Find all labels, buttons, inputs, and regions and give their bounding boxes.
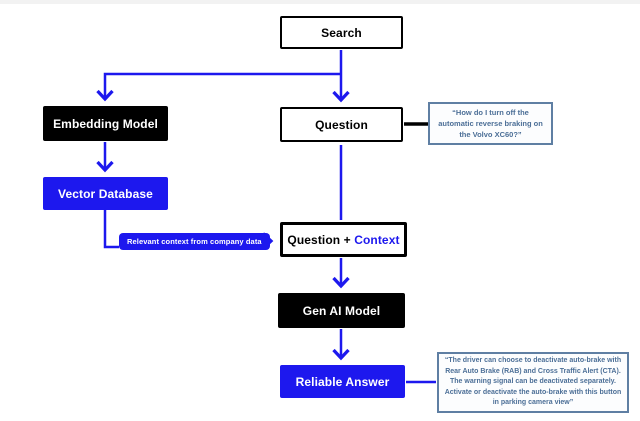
top-edge-strip — [0, 0, 640, 4]
question-context-accent: Context — [354, 232, 400, 247]
node-question-context: Question + Context — [280, 222, 407, 257]
node-reliable-answer: Reliable Answer — [280, 365, 405, 398]
question-context-prefix: Question + — [287, 232, 355, 247]
answer-quote-callout: “The driver can choose to deactivate aut… — [437, 352, 629, 413]
node-question: Question — [280, 107, 403, 142]
node-embedding-model: Embedding Model — [43, 106, 168, 141]
context-pill-label: Relevant context from company data — [127, 237, 262, 246]
arrow-search-to-embedding-model — [96, 72, 341, 102]
node-search: Search — [280, 16, 403, 49]
node-gen-ai-model-label: Gen AI Model — [302, 303, 381, 318]
line-vector-database-to-context-pill — [103, 210, 119, 249]
node-question-context-label: Question + Context — [287, 233, 399, 247]
node-gen-ai-model: Gen AI Model — [278, 293, 405, 328]
node-reliable-answer-label: Reliable Answer — [295, 374, 390, 389]
question-quote-text: “How do I turn off the automatic reverse… — [438, 107, 543, 140]
node-embedding-model-label: Embedding Model — [53, 116, 158, 131]
answer-quote-text: “The driver can choose to deactivate aut… — [444, 357, 622, 407]
node-question-label: Question — [315, 117, 368, 132]
context-pill: Relevant context from company data — [119, 233, 270, 250]
node-search-label: Search — [321, 25, 362, 40]
node-vector-database-label: Vector Database — [58, 186, 153, 201]
question-quote-callout: “How do I turn off the automatic reverse… — [428, 102, 553, 145]
node-vector-database: Vector Database — [43, 177, 168, 210]
